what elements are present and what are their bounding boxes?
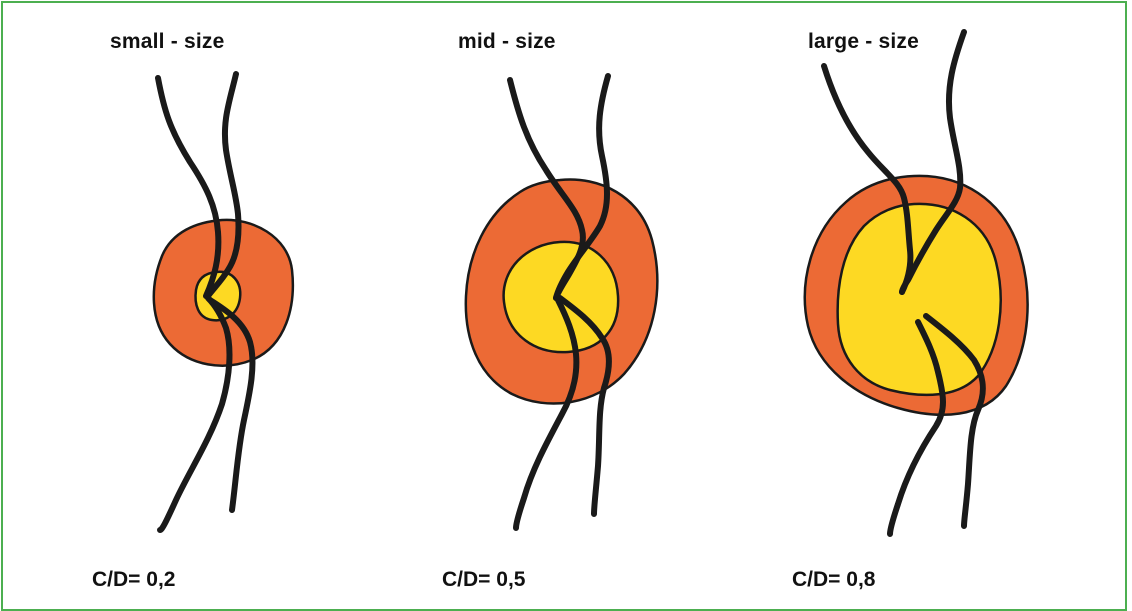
optic-disc-mid	[466, 76, 657, 528]
optic-disc-large	[805, 32, 1028, 534]
optic-disc-small	[154, 74, 293, 530]
